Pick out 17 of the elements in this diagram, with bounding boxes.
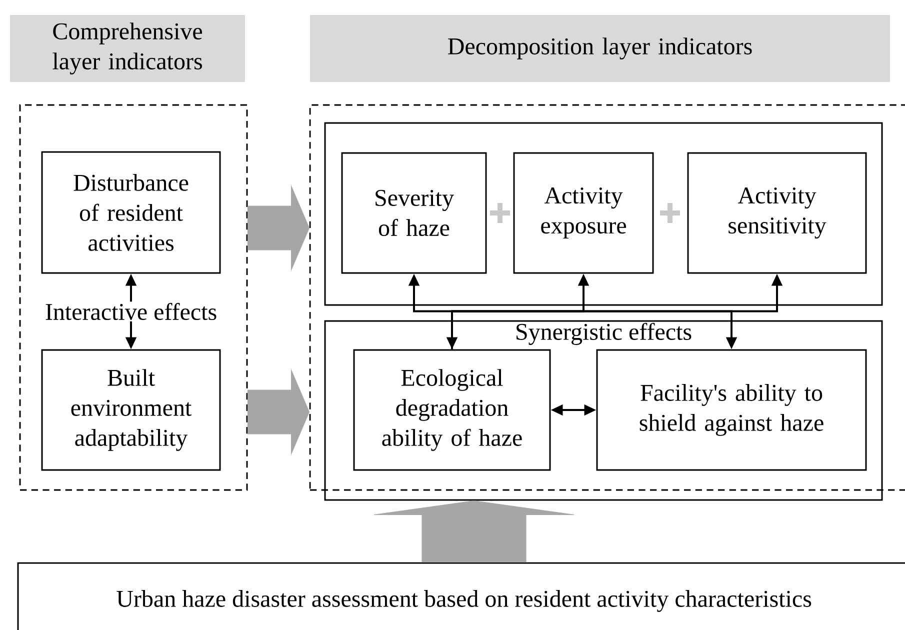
process-box: Ecological degradation ability of haze (353, 349, 551, 471)
process-box: Activity sensitivity (687, 152, 867, 274)
process-box: Activity exposure (513, 152, 654, 274)
block-arrow (247, 368, 310, 456)
process-box: Severity of haze (341, 152, 487, 274)
header-band: Comprehensive layer indicators (10, 15, 245, 82)
block-arrow (374, 500, 574, 563)
edge-label: Interactive effects (46, 302, 216, 320)
process-box: Facility's ability to shield against haze (596, 349, 867, 471)
process-box: Built environment adaptability (41, 349, 221, 471)
process-box: Disturbance of resident activities (41, 151, 221, 274)
dashed-frame (309, 104, 905, 491)
group-box (324, 122, 883, 306)
dashed-frame (19, 104, 248, 491)
header-band: Decomposition layer indicators (310, 15, 890, 82)
base-box: Urban haze disaster assessment based on resident activity characteristics (17, 562, 905, 630)
block-arrow (247, 184, 310, 272)
